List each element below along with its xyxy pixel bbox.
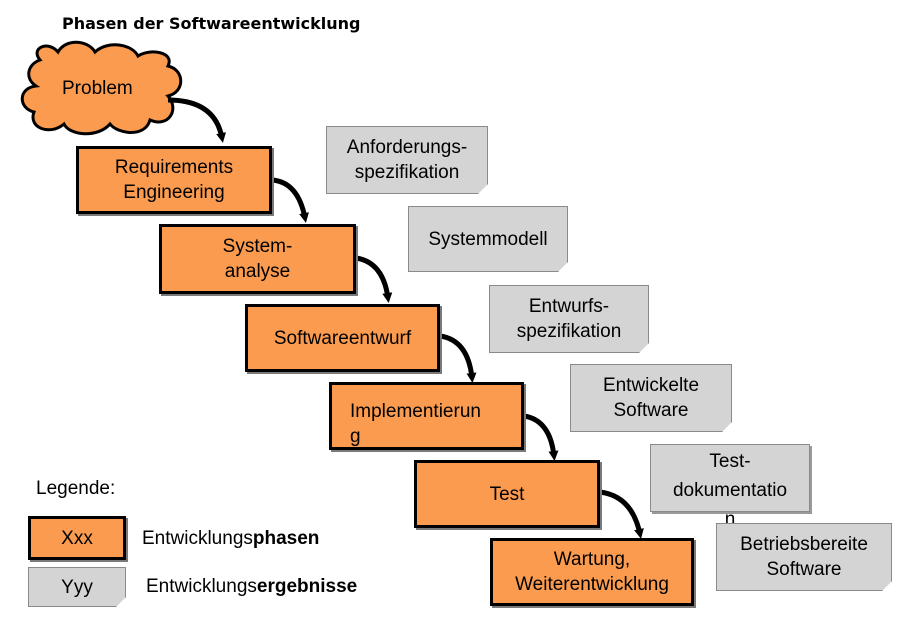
result-entwurfsspezifikation: Entwurfs- spezifikation (489, 285, 649, 353)
phase-softwareentwurf: Softwareentwurf (245, 304, 440, 372)
result-entwickelte-software: Entwickelte Software (570, 364, 732, 432)
result-label: Betriebsbereite Software (740, 534, 868, 580)
phase-label: System- analyse (222, 236, 293, 282)
phase-label: Implementierun g (350, 401, 481, 447)
result-label: Systemmodell (428, 228, 548, 250)
arrow-problem-to-re (167, 97, 227, 143)
phase-label: Softwareentwurf (273, 327, 412, 349)
legend-phase-sample: Xxx (28, 516, 126, 560)
result-anforderungsspezifikation: Anforderungs- spezifikation (326, 126, 488, 194)
arrow-impl-to-test (523, 413, 559, 461)
legend-phase-bold: phasen (252, 528, 320, 549)
phase-label: Test (489, 483, 525, 505)
legend-result-bold: ergebnisse (256, 576, 358, 597)
phase-implementierung: Implementierun g (329, 382, 524, 450)
result-label: Entwickelte Software (602, 375, 700, 421)
phase-requirements-engineering: Requirements Engineering (76, 146, 272, 214)
legend-result-sample: Yyy (28, 567, 126, 607)
problem-cloud-shape (20, 40, 183, 136)
phase-systemanalyse: System- analyse (159, 224, 356, 294)
legend-phase-prefix: Entwicklungs (142, 528, 253, 549)
arrow-se-to-impl (439, 333, 477, 383)
result-label: Entwurfs- spezifikation (516, 296, 622, 342)
phase-test: Test (414, 460, 600, 528)
legend-phase-sample-label: Xxx (61, 527, 93, 549)
result-systemmodell: Systemmodell (408, 206, 568, 272)
legend-result-sample-label: Yyy (61, 576, 93, 598)
arrow-re-to-sa (271, 177, 309, 223)
phase-label: Wartung, Weiterentwicklung (515, 549, 669, 595)
legend-result-prefix: Entwicklungs (146, 576, 257, 597)
result-label: Test- dokumentatio n (672, 451, 788, 530)
arrow-sa-to-se (355, 255, 393, 303)
phase-wartung: Wartung, Weiterentwicklung (490, 538, 694, 606)
result-testdokumentation: Test- dokumentatio n (650, 444, 810, 530)
result-betriebsbereite-software: Betriebsbereite Software (716, 523, 892, 591)
phase-label: Requirements Engineering (114, 157, 234, 203)
legend-phase-text: Entwicklungsphasen (142, 528, 319, 550)
result-label: Anforderungs- spezifikation (346, 137, 468, 183)
legend-result-text: Entwicklungsergebnisse (146, 576, 357, 598)
start-problem-label: Problem (62, 78, 133, 99)
legend-heading: Legende: (36, 478, 116, 499)
diagram-title: Phasen der Softwareentwicklung (62, 14, 361, 33)
arrow-test-to-wartung (599, 489, 644, 539)
